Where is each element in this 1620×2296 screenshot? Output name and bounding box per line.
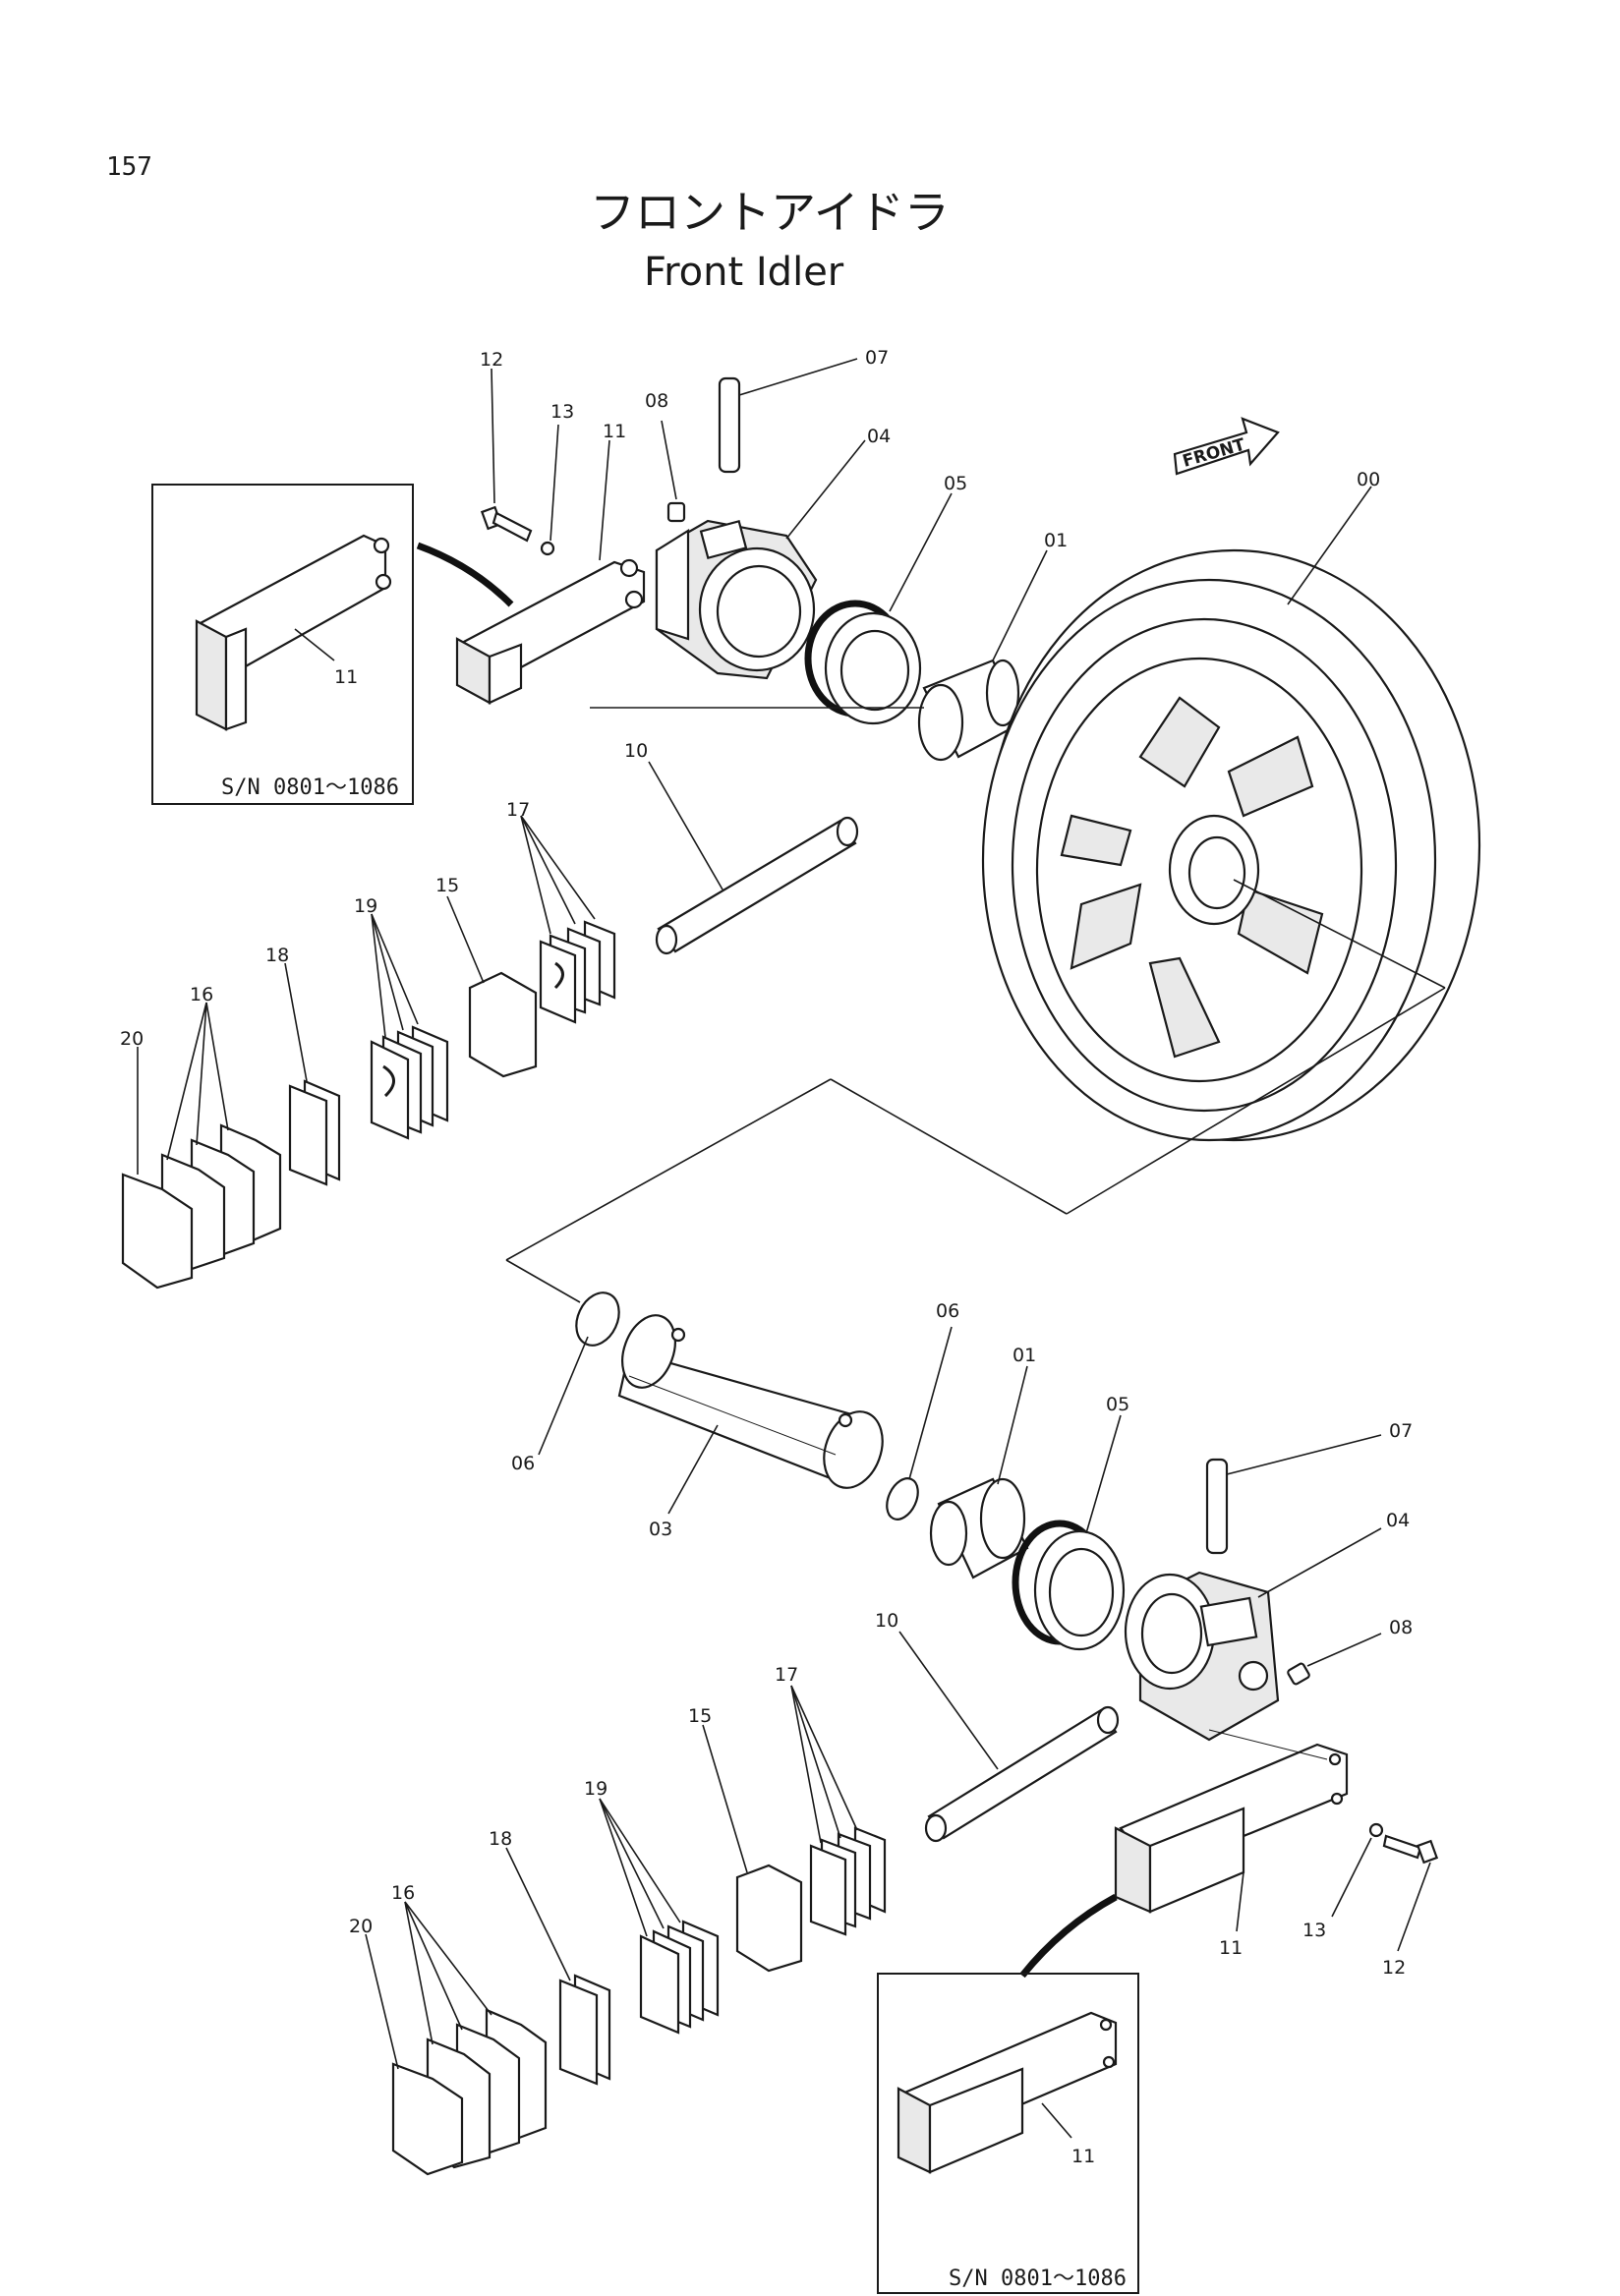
part-05-seal-bottom: [1012, 1520, 1126, 1651]
part-00-idler-wheel: [981, 548, 1481, 1142]
part-18-shim-bottom: [558, 1974, 611, 2086]
callout-08-top: 08: [645, 390, 668, 412]
part-11-bracket-bottom: [1114, 1743, 1349, 1914]
callout-11-inset-bottom: 11: [1071, 2146, 1095, 2167]
part-17-shims-bottom: [809, 1826, 887, 1936]
callout-15-top: 15: [435, 875, 459, 896]
callout-04-bottom: 04: [1386, 1510, 1410, 1531]
part-18-shim-top: [288, 1079, 341, 1186]
callout-05-top: 05: [944, 473, 967, 494]
callout-15-bottom: 15: [688, 1705, 712, 1727]
callout-01-top: 01: [1044, 530, 1068, 551]
callout-16-top: 16: [190, 984, 213, 1005]
part-20-shim-bottom: [391, 2062, 464, 2176]
inset-connector-top: [416, 542, 514, 607]
part-08-plug-top: [666, 501, 686, 523]
part-19-shims-bottom: [639, 1920, 720, 2035]
front-arrow-icon: FRONT: [1173, 417, 1280, 476]
part-05-seal-top: [804, 600, 922, 725]
part-13-washer-top: [540, 541, 555, 556]
part-04-housing-top: [655, 519, 818, 680]
part-15-shim-top: [468, 971, 538, 1078]
part-06-oring-left: [575, 1292, 620, 1347]
callout-08-bottom: 08: [1389, 1617, 1413, 1638]
callout-07-top: 07: [865, 347, 889, 369]
callout-19-top: 19: [354, 895, 377, 917]
callout-00: 00: [1357, 469, 1380, 490]
callout-12-bottom: 12: [1382, 1957, 1406, 1979]
callout-16-bottom: 16: [391, 1882, 415, 1904]
callout-19-bottom: 19: [584, 1778, 608, 1800]
assembly-axis-lines: [505, 707, 1446, 1303]
part-17-shims-top: [539, 920, 616, 1024]
inset-box-top: 11 S/N 0801～1086: [151, 484, 414, 805]
callout-05-bottom: 05: [1106, 1394, 1129, 1415]
part-10-pin-top: [655, 816, 859, 955]
inset-box-bottom: 11 S/N 0801～1086: [877, 1973, 1139, 2294]
part-12-bolt-top: [480, 505, 533, 543]
callout-20-top: 20: [120, 1028, 144, 1050]
inset-connector-bottom: [1019, 1893, 1118, 1979]
callout-17-bottom: 17: [775, 1664, 798, 1686]
callout-13-top: 13: [550, 401, 574, 423]
callout-10-bottom: 10: [875, 1610, 898, 1632]
part-07-pin-bottom: [1205, 1458, 1229, 1555]
title-english: Front Idler: [644, 250, 844, 295]
page-number: 157: [106, 152, 152, 182]
callout-07-bottom: 07: [1389, 1420, 1413, 1442]
callout-17-top: 17: [506, 799, 530, 821]
callout-18-top: 18: [265, 945, 289, 966]
part-01-bushing-bottom: [929, 1477, 1029, 1579]
part-10-pin-bottom: [924, 1705, 1120, 1843]
part-12-bolt-bottom: [1382, 1834, 1439, 1865]
serial-range-top: S/N 0801～1086: [221, 775, 399, 800]
part-11-bracket-top: [455, 558, 646, 705]
part-06-oring-right: [886, 1477, 919, 1521]
callout-01-bottom: 01: [1012, 1345, 1036, 1366]
svg-text:FRONT: FRONT: [1181, 435, 1247, 472]
part-20-shim-top: [121, 1173, 194, 1290]
title-japanese: フロントアイドラ: [590, 186, 950, 239]
callout-13-bottom: 13: [1302, 1920, 1326, 1941]
part-15-shim-bottom: [735, 1864, 803, 1973]
callout-11-bottom: 11: [1219, 1937, 1243, 1959]
callout-03: 03: [649, 1519, 672, 1540]
callout-04-top: 04: [867, 426, 891, 447]
callout-11-inset-top: 11: [334, 666, 358, 688]
part-08-plug-bottom: [1287, 1662, 1310, 1686]
callout-12-top: 12: [480, 349, 503, 371]
part-03-shaft: [617, 1314, 884, 1489]
part-13-washer-bottom: [1368, 1822, 1384, 1838]
callout-06-left: 06: [511, 1453, 535, 1474]
callout-20-bottom: 20: [349, 1916, 373, 1937]
serial-range-bottom: S/N 0801～1086: [949, 2267, 1127, 2291]
part-19-shims-top: [370, 1025, 449, 1140]
callout-06-right: 06: [936, 1300, 959, 1322]
part-04-housing-bottom: [1124, 1571, 1280, 1742]
callout-10-top: 10: [624, 740, 648, 762]
part-07-pin-top: [718, 376, 741, 474]
callout-11-top: 11: [603, 421, 626, 442]
callout-18-bottom: 18: [489, 1828, 512, 1850]
